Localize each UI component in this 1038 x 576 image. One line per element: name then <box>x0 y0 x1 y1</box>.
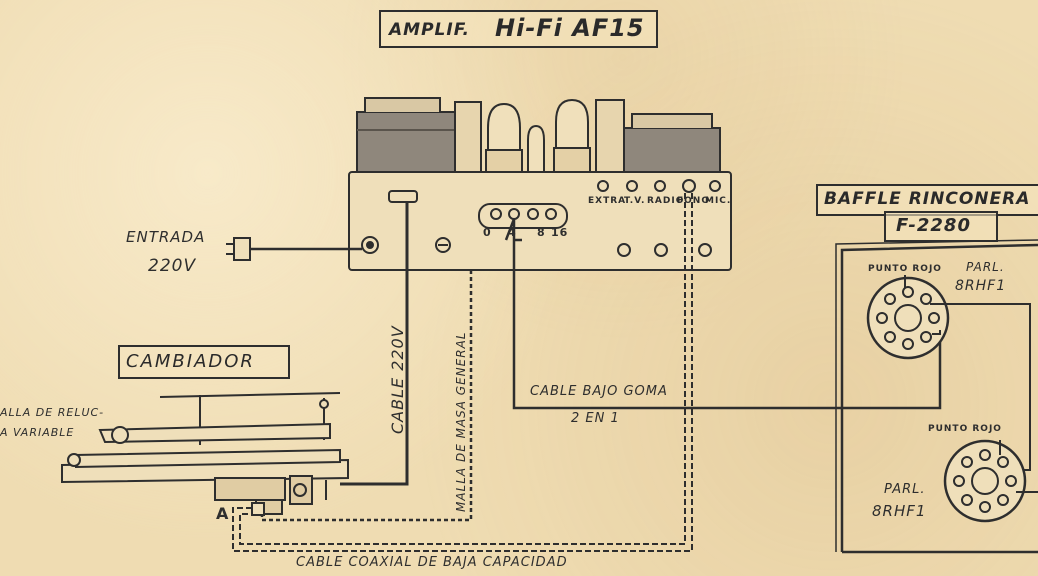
changer-title-box: CAMBIADOR <box>118 345 290 379</box>
input-label-mic: MIC. <box>705 196 732 206</box>
cable-220v-wire <box>340 202 409 486</box>
ground-braid-label: MALLA DE MASA GENERAL <box>454 331 468 512</box>
speaker1-type-line1: PARL. <box>966 260 1005 274</box>
diagram-title-model: Hi-Fi AF15 <box>495 14 645 42</box>
changer-note-line2: A VARIABLE <box>0 426 75 439</box>
speaker2-dot-label: PUNTO ROJO <box>928 424 1002 434</box>
speaker1-type-line2: 8RHF1 <box>955 278 1007 294</box>
baffle-title-line1: BAFFLE RINCONERA <box>824 189 1031 209</box>
mains-plug <box>226 237 362 261</box>
speaker-1 <box>866 275 1031 471</box>
tap-label-4: 4 <box>508 226 517 239</box>
changer-point-label: A <box>216 504 230 523</box>
input-label-radio: RADIO <box>647 196 685 206</box>
tap-label-16: 16 <box>551 226 569 239</box>
baffle-subtitle-box: F-2280 <box>884 211 998 242</box>
input-label-tv: T.V. <box>624 196 646 206</box>
cable-220v-label: CABLE 220V <box>388 325 407 434</box>
speaker2-type-line2: 8RHF1 <box>872 502 927 520</box>
mains-label-line2: 220V <box>148 256 197 276</box>
diagram-title-box: AMPLIF. Hi-Fi AF15 <box>379 10 658 48</box>
tap-label-8: 8 <box>537 226 546 239</box>
speaker2-type-line1: PARL. <box>884 482 926 497</box>
speaker-cable-wire <box>504 218 942 410</box>
input-label-extra: EXTRA <box>588 196 627 206</box>
diagram-title-prefix: AMPLIF. <box>389 20 471 40</box>
speaker1-dot-label: PUNTO ROJO <box>868 264 942 274</box>
amplifier-chassis <box>348 97 732 271</box>
changer-note-line1: ALLA DE RELUC- <box>0 406 105 419</box>
baffle-title-line2: F-2280 <box>896 215 971 236</box>
speaker-2 <box>943 439 1038 523</box>
coax-cable-wire <box>232 193 693 552</box>
changer-title: CAMBIADOR <box>126 351 255 372</box>
speaker-cable-label-line2: 2 EN 1 <box>571 411 620 426</box>
mains-label-line1: ENTRADA <box>126 228 206 246</box>
speaker-cable-label-line1: CABLE BAJO GOMA <box>530 384 668 399</box>
tap-label-0: 0 <box>483 226 492 239</box>
record-changer <box>61 392 349 516</box>
input-label-fono: FONO <box>677 196 710 206</box>
coax-cable-label: CABLE COAXIAL DE BAJA CAPACIDAD <box>296 555 568 570</box>
